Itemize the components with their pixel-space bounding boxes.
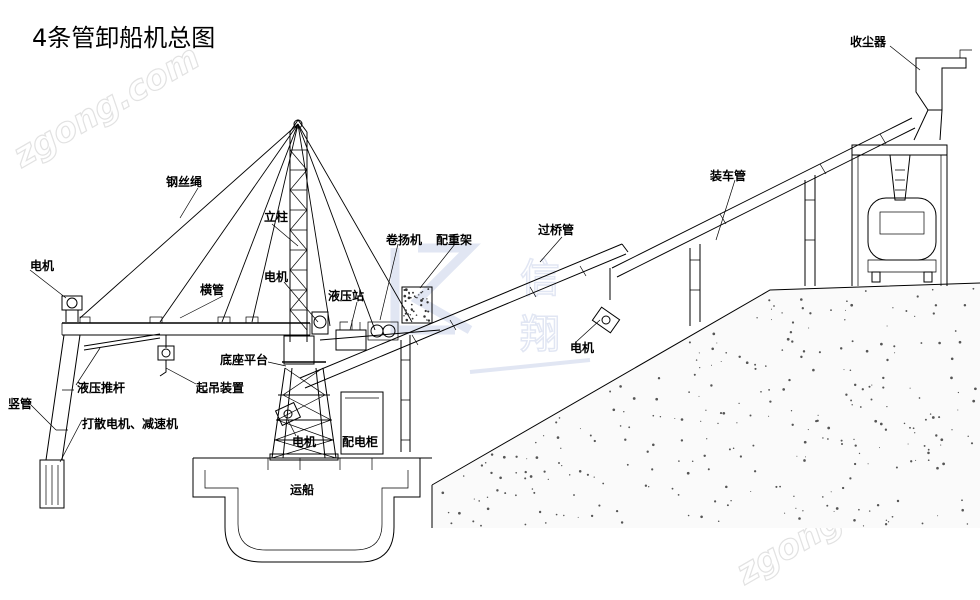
power-cabinet	[340, 391, 384, 455]
label-ship: 运船	[290, 482, 314, 497]
right-motor	[591, 268, 621, 334]
leader-lines	[27, 45, 921, 463]
truck-icon	[867, 197, 937, 283]
label-hydraulic-rod: 液压推杆	[77, 380, 125, 395]
logo-watermark: 信 翔	[390, 243, 591, 374]
scatter-head	[39, 459, 65, 509]
label-lifting-device: 起吊装置	[195, 380, 244, 395]
bridge-support	[400, 335, 411, 452]
top-motor-icon	[61, 295, 83, 311]
winch	[367, 321, 399, 341]
label-hydraulic-station: 液压站	[328, 288, 364, 303]
bottom-motor	[274, 401, 302, 427]
label-scatter-motor: 打散电机、减速机	[82, 416, 178, 431]
label-motor-left: 电机	[30, 258, 54, 273]
loading-station	[851, 144, 948, 286]
diagram-title: 4条管卸船机总图	[32, 24, 215, 52]
label-steel-rope: 钢丝绳	[166, 174, 202, 189]
logo-char-2: 翔	[520, 312, 560, 358]
platform-deck	[319, 329, 441, 341]
labels: 钢丝绳 立柱 电机 电机 横管 液压站 卷扬机 配重架 过桥管 装车管 收尘器 …	[8, 34, 887, 497]
label-counterweight: 配重架	[436, 232, 472, 247]
loading-pipe	[611, 117, 916, 326]
label-winch: 卷扬机	[385, 232, 422, 247]
label-loading-pipe: 装车管	[709, 168, 746, 183]
vertical-pipe	[39, 295, 83, 509]
label-vertical-pipe: 竖管	[8, 396, 32, 411]
label-motor-right: 电机	[570, 340, 594, 355]
steel-ropes	[79, 123, 413, 331]
ground-texture	[441, 287, 977, 527]
label-crossbar: 横管	[200, 282, 224, 297]
lifting-device	[157, 335, 175, 377]
counterweight-frame	[401, 286, 433, 324]
watermark-top: zgong.com	[6, 37, 207, 176]
ship-hull	[192, 457, 432, 563]
label-motor-top: 电机	[264, 269, 288, 284]
bridge-pipe	[299, 243, 629, 389]
ground-embankment	[431, 282, 980, 528]
label-base-platform: 底座平台	[220, 352, 268, 367]
label-motor-bottom: 电机	[292, 434, 316, 449]
logo-char-1: 信	[520, 256, 560, 302]
dust-collector	[913, 49, 972, 141]
label-power-cabinet: 配电柜	[342, 434, 378, 449]
label-column: 立柱	[264, 209, 288, 224]
label-bridge-pipe: 过桥管	[538, 222, 574, 237]
column-mast	[283, 119, 329, 365]
hydraulic-station	[335, 320, 367, 351]
label-dust-collector: 收尘器	[850, 34, 887, 49]
hydraulic-push-rod	[83, 337, 161, 351]
crossbar-boom	[61, 316, 311, 336]
